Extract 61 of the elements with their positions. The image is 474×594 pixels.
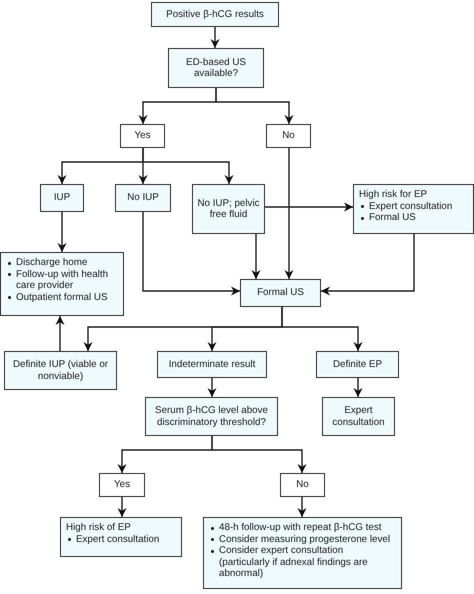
arrow [215,88,294,124]
process-box [168,48,264,88]
process-box [0,252,124,316]
process-box [192,184,265,234]
answer-box [280,473,325,497]
process-box [60,517,182,557]
arrow [284,148,294,279]
process-box [353,184,474,234]
bullet-item: Expert consultation [76,534,160,545]
process-box [240,279,321,307]
process-box [322,397,395,436]
arrow [210,27,220,48]
arrow [211,436,306,473]
process-box [115,184,171,212]
box-text: IUP [54,192,70,204]
box-text: Expert consultation [331,405,386,428]
arrow [298,497,306,517]
arrow [142,148,234,184]
arrow [354,378,362,397]
bullet-item: Formal US [369,212,416,224]
box-text: Indeterminate result [168,358,256,370]
box-text: ED-based US available? [185,56,247,80]
answer-box [266,124,311,148]
arrow [142,212,240,296]
box-text: Yes [114,479,130,491]
arrow [281,307,362,351]
box-heading: High risk for EP [359,189,428,200]
answer-box [120,124,165,148]
arrow [208,378,216,397]
box-text: No [282,130,295,142]
bullet-item: Follow-up with health care provider [16,268,110,292]
process-box [157,351,267,378]
arrow [56,316,64,351]
process-box [145,397,278,436]
box-text: No IUP; pelvic free fluid [197,198,260,220]
box-text: No [296,479,309,491]
box-text: No IUP [127,192,159,204]
arrow [321,234,415,296]
process-box [316,351,399,378]
process-box [151,2,279,27]
arrow [252,234,260,279]
process-box [4,351,117,390]
box-text: Definite IUP (viable or nonviable) [12,359,110,382]
bullet-item: Outpatient formal US [16,292,108,303]
bullet-item: Expert consultation [369,200,452,212]
bullet-item: 48-h follow-up with repeat β-hCG test [219,522,382,534]
arrow [58,212,66,252]
box-text: Positive β-hCG results [166,8,264,20]
bullet-item: Consider measuring progesterone level [219,534,390,545]
box-text: Definite EP [332,358,382,370]
arrow [118,497,126,517]
box-text: Formal US [257,287,304,299]
process-box [40,184,84,212]
arrow [265,202,353,212]
bullet-item: Discharge home [16,257,88,268]
bullet-item: Consider expert consultation (particularly if adnexal findings are abnormal) [219,545,369,580]
box-text: Yes [134,130,150,142]
box-heading: High risk of EP [66,522,132,534]
answer-box [99,473,145,497]
process-box [203,517,402,589]
box-text: Serum β-hCG level above discriminatory threshold? [154,405,269,428]
